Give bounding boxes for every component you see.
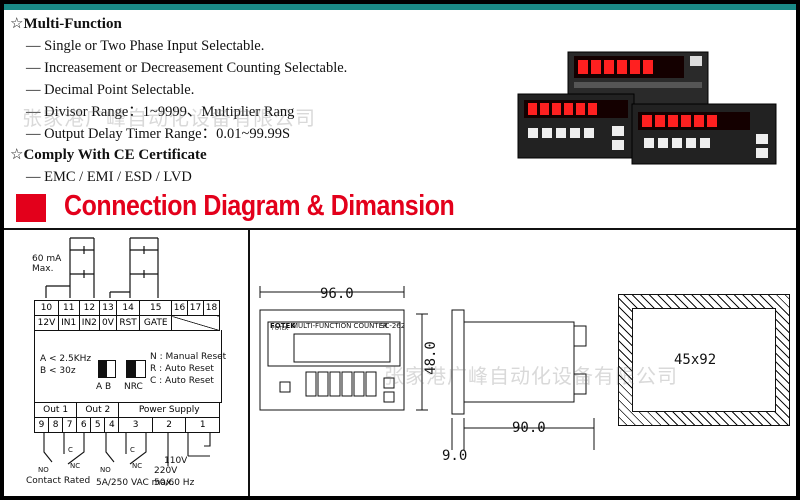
front-view-drawing: FOTEK: [259, 286, 405, 411]
out2-label: Out 2: [76, 402, 120, 418]
svg-text:C: C: [130, 446, 135, 454]
front-model-number: SC-262: [380, 322, 406, 330]
terminal-7: 7: [62, 417, 78, 433]
power-supply-label: Power Supply: [118, 402, 220, 418]
switch-ab-label: A B: [96, 382, 112, 392]
terminal-3: 3: [118, 417, 153, 433]
reset-n-label: N : Manual Reset: [150, 352, 227, 362]
diagram-frame: [4, 228, 796, 496]
svg-text:C: C: [68, 446, 73, 454]
section-title: Connection Diagram & Dimansion: [64, 190, 455, 222]
terminal-14: 14: [115, 300, 141, 316]
signal-in2: IN2: [78, 315, 101, 331]
product-photo: [517, 51, 777, 165]
side-depth-dim: 90.0: [512, 420, 546, 436]
cutout-size-dim: 45x92: [674, 352, 717, 368]
multi-function-heading-text: Multi-Function: [23, 16, 122, 32]
freq-b-label: B < 30z: [40, 366, 76, 376]
terminal-18: 18: [202, 300, 221, 316]
switch-nrc-label: NRC: [124, 382, 143, 392]
contact-rated-label: Contact Rated: [26, 476, 91, 486]
feature-item-3: Decimal Point Selectable.: [10, 79, 490, 101]
terminal-5: 5: [90, 417, 106, 433]
terminal-9: 9: [33, 417, 50, 433]
svg-text:NO: NO: [38, 466, 49, 474]
datasheet-page: ☆Multi-Function Single or Two Phase Inpu…: [4, 4, 796, 496]
star-icon: ☆: [10, 147, 24, 163]
feature-item-2: Increasement or Decreasement Counting Se…: [10, 57, 490, 79]
watermark-bottom: 张家港广峰自动化设备有限公司: [384, 364, 678, 388]
ce-item-1: EMC / EMI / ESD / LVD: [10, 166, 490, 188]
feature-item-5: Output Delay Timer Range：0.01~99.99S: [10, 123, 490, 145]
signal-in1: IN1: [57, 315, 80, 331]
counter-device-left: [517, 93, 635, 159]
terminal-15: 15: [139, 300, 172, 316]
terminal-4: 4: [104, 417, 120, 433]
panel-cutout-window: [632, 308, 776, 412]
multi-function-heading: ☆Multi-Function: [10, 14, 490, 35]
top-accent-bar: [4, 4, 796, 10]
signal-12v: 12V: [34, 315, 59, 331]
front-width-dim: 96.0: [320, 286, 354, 302]
v220-label: 220V: [154, 466, 178, 476]
switch-nrc-icon: [126, 360, 146, 378]
reset-r-label: R : Auto Reset: [150, 364, 214, 374]
bezel-dim: 9.0: [442, 448, 468, 464]
wiring-schematic: [45, 237, 159, 298]
section-header: Connection Diagram & Dimansion: [10, 190, 790, 228]
terminal-16: 16: [171, 300, 188, 316]
signal-gate: GATE: [139, 315, 172, 331]
reset-c-label: C : Auto Reset: [150, 376, 214, 386]
feature-item-4: Divisor Range：1~9999、Multiplier Rang: [10, 101, 490, 123]
feature-list: ☆Multi-Function Single or Two Phase Inpu…: [10, 14, 490, 188]
signal-blank: [171, 315, 220, 331]
front-brand: FOTEK: [270, 322, 296, 330]
terminal-10: 10: [34, 300, 59, 316]
terminal-2: 2: [151, 417, 187, 433]
svg-text:NC: NC: [132, 462, 142, 470]
terminal-8: 8: [48, 417, 64, 433]
out1-label: Out 1: [33, 402, 78, 418]
switch-ab-icon: [98, 360, 116, 378]
contact-spec-label: 5A/250 VAC max.: [96, 478, 175, 488]
freq-a-label: A < 2.5KHz: [40, 354, 92, 364]
watermark-top: 张家港广峰自动化设备有限公司: [22, 106, 316, 130]
feature-item-1: Single or Two Phase Input Selectable.: [10, 35, 490, 57]
relay-contacts-schematic: NO C NC NO C NC: [38, 432, 211, 474]
terminal-table-top: 10 11 12 13 14 15 16 17 18 12V IN1 IN2 0…: [34, 300, 221, 331]
side-view-drawing: [416, 309, 595, 450]
counter-device-right: [631, 103, 777, 165]
svg-text:FOTEK: FOTEK: [272, 326, 289, 332]
terminal-6: 6: [76, 417, 92, 433]
panel-divider: [248, 230, 250, 496]
signal-0v: 0V: [99, 315, 117, 331]
max-current-label: 60 mA Max.: [32, 254, 62, 274]
terminal-17: 17: [186, 300, 204, 316]
svg-text:NC: NC: [70, 462, 80, 470]
supply-frequency-label: 50/60 Hz: [154, 478, 195, 488]
ce-heading: ☆Comply With CE Certificate: [10, 145, 490, 166]
front-model-text: MULTI-FUNCTION COUNTER: [292, 322, 388, 330]
terminal-13: 13: [99, 300, 117, 316]
red-square-icon: [16, 194, 46, 222]
ce-heading-text: Comply With CE Certificate: [23, 147, 207, 163]
terminal-12: 12: [78, 300, 101, 316]
svg-text:NO: NO: [100, 466, 111, 474]
terminal-11: 11: [57, 300, 80, 316]
terminal-table-bottom: Out 1 Out 2 Power Supply 9 8 7 6 5 4 3 2…: [33, 402, 220, 433]
v110-label: 110V: [164, 456, 188, 466]
signal-rst: RST: [115, 315, 141, 331]
star-icon: ☆: [10, 16, 24, 32]
terminal-1: 1: [185, 417, 220, 433]
